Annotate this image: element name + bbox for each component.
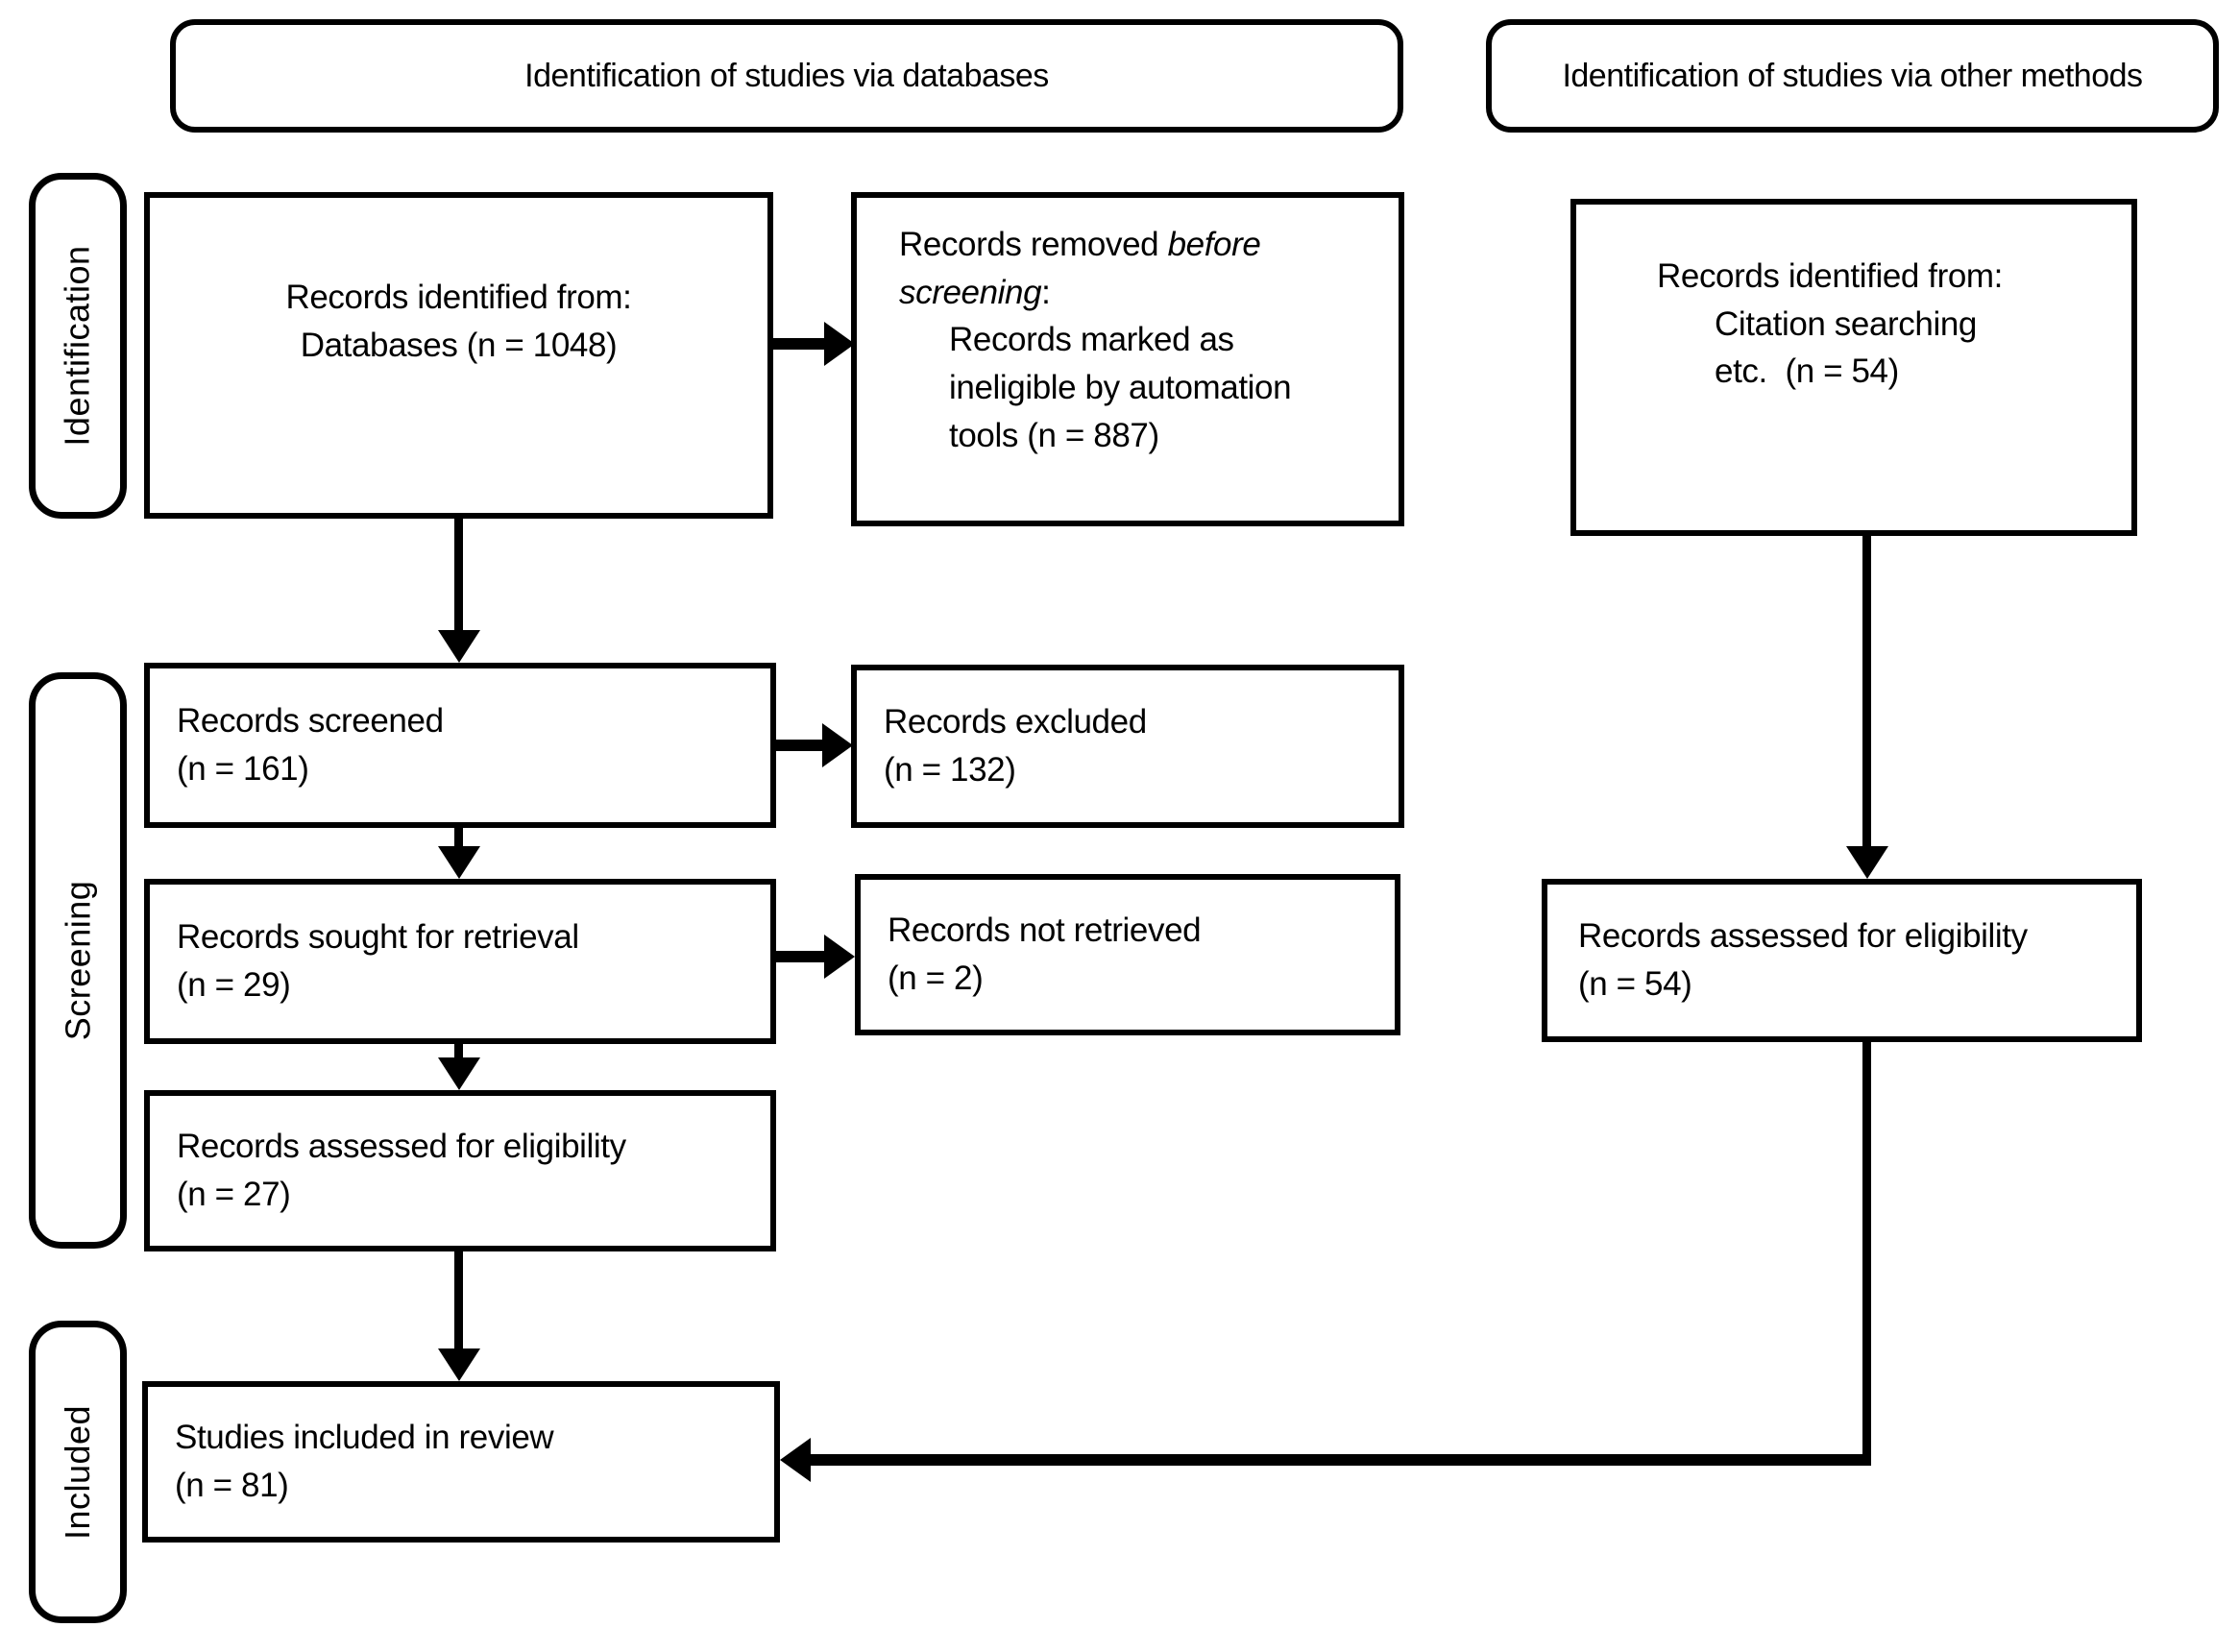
box-records-removed-line1: Records removed before — [899, 221, 1381, 269]
arrow-screened-to-excluded-head — [822, 723, 853, 767]
box-records-sought-line1: Records sought for retrieval — [177, 918, 579, 957]
records-removed-prefix: Records removed — [899, 226, 1168, 263]
stage-label-identification-text: Identification — [58, 245, 98, 447]
stage-label-included: Included — [29, 1321, 127, 1623]
box-records-assessed: Records assessed for eligibility (n = 27… — [144, 1090, 776, 1251]
header-identification-other-methods-label: Identification of studies via other meth… — [1562, 57, 2143, 94]
arrow-assessed-to-included-head — [438, 1348, 480, 1381]
box-studies-included-line1: Studies included in review — [175, 1419, 554, 1457]
arrow-identified-to-removed-head — [824, 322, 855, 366]
arrow-screened-to-sought-line — [454, 828, 463, 848]
box-records-excluded-line2: (n = 132) — [884, 751, 1016, 789]
box-records-removed-before-screening: Records removed before screening: Record… — [851, 192, 1404, 526]
arrow-sought-to-notretrieved-line — [776, 951, 826, 962]
box-records-identified-databases: Records identified from: Databases (n = … — [144, 192, 773, 519]
box-studies-included-line2: (n = 81) — [175, 1467, 289, 1504]
box-records-excluded-line1: Records excluded — [884, 703, 1147, 741]
arrow-sought-to-assessed-head — [438, 1057, 480, 1090]
box-records-assessed-line1: Records assessed for eligibility — [177, 1128, 626, 1166]
arrow-assessed-to-included-line — [454, 1251, 463, 1349]
box-records-sought-line2: (n = 29) — [177, 966, 291, 1004]
box-records-screened: Records screened (n = 161) — [144, 663, 776, 828]
arrow-otherassessed-to-included-hline — [811, 1454, 1871, 1466]
box-records-assessed-other-line2: (n = 54) — [1578, 965, 1692, 1003]
box-records-assessed-line2: (n = 27) — [177, 1176, 291, 1213]
arrow-sought-to-notretrieved-head — [824, 935, 855, 979]
header-identification-databases-label: Identification of studies via databases — [524, 57, 1049, 94]
box-records-identified-other-line2: Citation searching — [1715, 304, 1977, 343]
arrow-otheridentified-to-otherassessed-line — [1862, 536, 1871, 848]
box-records-identified-other-line3: etc. (n = 54) — [1715, 352, 1899, 391]
box-records-identified-other-line1: Records identified from: — [1657, 257, 2004, 295]
stage-label-screening-text: Screening — [58, 880, 98, 1041]
box-records-not-retrieved-line1: Records not retrieved — [888, 911, 1202, 950]
box-records-screened-line1: Records screened — [177, 702, 444, 741]
box-records-identified-other: Records identified from: Citation search… — [1570, 199, 2137, 536]
arrow-otheridentified-to-otherassessed-head — [1846, 846, 1888, 879]
arrow-otherassessed-to-included-vline — [1862, 1042, 1871, 1466]
arrow-screened-to-excluded-line — [776, 740, 826, 751]
box-records-removed-line2: screening: — [899, 269, 1381, 317]
records-removed-reason-line2: ineligible by automation — [949, 369, 1292, 407]
box-records-identified-databases-line2: Databases (n = 1048) — [300, 327, 618, 364]
arrow-sought-to-assessed-line — [454, 1044, 463, 1059]
arrow-identified-to-screened-line — [454, 519, 463, 632]
stage-label-included-text: Included — [58, 1404, 98, 1540]
records-removed-italic-before: before — [1167, 226, 1261, 263]
arrow-identified-to-screened-head — [438, 630, 480, 663]
stage-label-identification: Identification — [29, 173, 127, 519]
box-studies-included: Studies included in review (n = 81) — [142, 1381, 780, 1543]
records-removed-reason-line3: tools (n = 887) — [949, 416, 1159, 454]
records-removed-reason-line1: Records marked as — [949, 321, 1234, 359]
records-removed-colon: : — [1041, 273, 1051, 311]
arrow-screened-to-sought-head — [438, 846, 480, 879]
box-records-sought: Records sought for retrieval (n = 29) — [144, 879, 776, 1044]
header-identification-other-methods: Identification of studies via other meth… — [1486, 19, 2219, 133]
box-records-assessed-other: Records assessed for eligibility (n = 54… — [1542, 879, 2142, 1042]
stage-label-screening: Screening — [29, 672, 127, 1249]
header-identification-databases: Identification of studies via databases — [170, 19, 1403, 133]
records-removed-italic-screening: screening — [899, 273, 1042, 311]
arrow-otherassessed-to-included-head — [780, 1438, 811, 1482]
box-records-screened-line2: (n = 161) — [177, 750, 309, 788]
box-records-excluded: Records excluded (n = 132) — [851, 665, 1404, 828]
box-records-not-retrieved-line2: (n = 2) — [888, 960, 984, 997]
box-records-identified-databases-line1: Records identified from: — [285, 279, 632, 317]
arrow-identified-to-removed-line — [773, 338, 826, 350]
box-records-assessed-other-line1: Records assessed for eligibility — [1578, 917, 2028, 956]
box-records-not-retrieved: Records not retrieved (n = 2) — [855, 874, 1400, 1035]
